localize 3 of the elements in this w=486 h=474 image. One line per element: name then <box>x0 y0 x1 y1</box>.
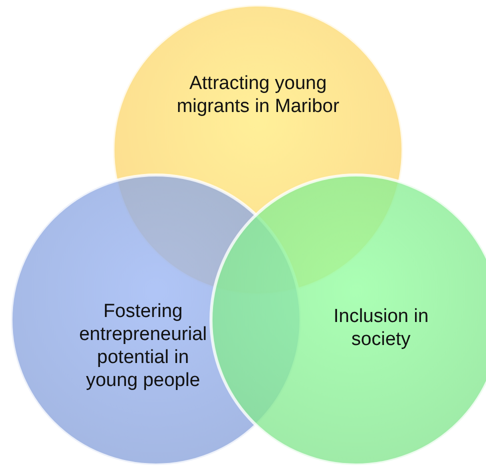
circle-label: Inclusion in society <box>332 305 430 351</box>
circle-label: Attracting young migrants in Maribor <box>176 72 340 118</box>
circle-label: Fostering entrepreneurial potential in young people <box>78 300 208 392</box>
